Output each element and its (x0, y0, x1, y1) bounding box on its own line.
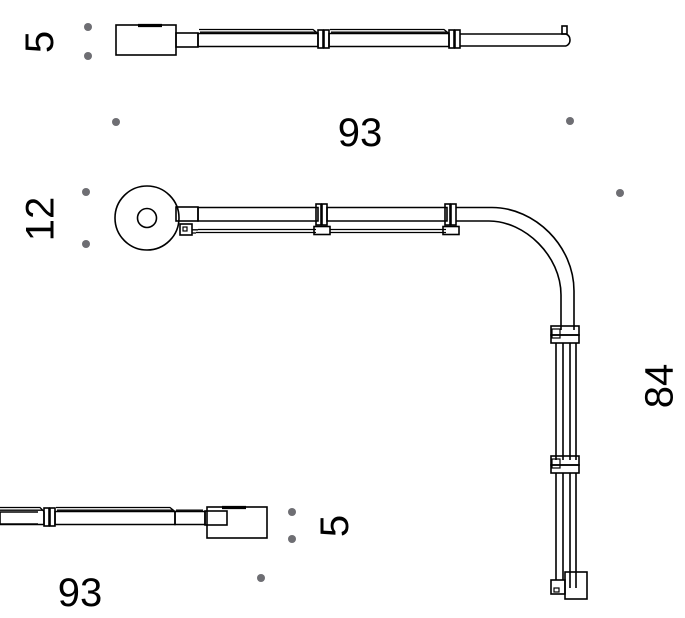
marker-dot (257, 574, 265, 582)
elbow-outer-curve (456, 206, 575, 330)
dimension-value-93-top: 93 (337, 111, 383, 155)
bottom-view-joint-1 (43, 507, 56, 527)
bottom-view-arm-segment-1-top-rail (56, 506, 176, 513)
bottom-view-neck (204, 510, 228, 526)
front-view-joint-2 (442, 203, 460, 236)
top-view-arm-segment-1-outline (197, 32, 319, 48)
top-view-end-cap (565, 33, 571, 47)
top-view-arm-segment-1-top-rail (199, 28, 319, 35)
top-view-end-pin (561, 25, 568, 35)
dimension-value-5-top: 5 (18, 30, 62, 54)
lamp-head-center-hole (136, 207, 158, 229)
top-view-joint-1 (317, 29, 330, 49)
post-foot-terminal (550, 571, 588, 600)
dimension-value-84: 84 (637, 363, 681, 409)
marker-dot (616, 189, 624, 197)
dimension-label-top-length: 93 (310, 110, 410, 156)
bottom-view-mid-tube (174, 510, 206, 526)
dimension-value-93-bottom: 93 (57, 571, 103, 615)
post-joint-upper (550, 325, 580, 344)
dimension-label-bottom-length: 93 (30, 570, 130, 616)
dimension-value-12: 12 (18, 196, 62, 242)
top-view-joint-2 (448, 29, 461, 49)
head-knuckle-pin (182, 226, 188, 232)
bottom-view-arm-segment-1-outline (54, 510, 176, 526)
top-view-driver-box (115, 24, 177, 56)
lamp-head-disc (114, 185, 180, 251)
marker-dot (82, 188, 90, 196)
front-arm-segment-1-rail-connector (192, 229, 198, 234)
post-body-lower (555, 473, 577, 588)
bottom-view-arm-segment-0-top-rail (0, 506, 45, 512)
front-arm-segment-2-lower-rail (330, 228, 446, 234)
top-view-neck (175, 32, 199, 48)
head-knuckle-lower-block (179, 223, 193, 236)
selection-handle-dots (82, 23, 624, 582)
marker-dot (84, 52, 92, 60)
dimension-value-5-bottom: 5 (313, 514, 357, 538)
top-view-end-tube (460, 33, 566, 47)
dimension-label-head-diameter: 12 (12, 188, 68, 250)
bottom-view-assembly (0, 505, 268, 539)
dimension-label-post-height: 84 (634, 355, 684, 417)
top-view-arm-segment-2-top-rail (330, 28, 450, 35)
post-joint-lower (550, 455, 580, 474)
marker-dot (82, 240, 90, 248)
top-view-arm-segment-2-outline (328, 32, 450, 48)
elbow-inner-curve (456, 220, 562, 330)
dimension-label-bottom-width: 5 (313, 498, 357, 554)
marker-dot (288, 508, 296, 516)
bottom-view-arm-segment-0-outline (0, 511, 45, 526)
top-view-assembly (115, 23, 571, 56)
bottom-view-end-tube (0, 511, 38, 525)
front-arm-segment-2-outline (326, 206, 448, 222)
marker-dot (566, 117, 574, 125)
front-view-assembly (114, 185, 588, 600)
marker-dot (112, 118, 120, 126)
front-arm-segment-1-outline (197, 206, 319, 222)
dimension-label-top-width: 5 (18, 14, 62, 70)
marker-dot (84, 23, 92, 31)
marker-dot (288, 535, 296, 543)
post-body-upper (555, 343, 577, 460)
front-arm-segment-1-lower-rail (196, 228, 316, 234)
